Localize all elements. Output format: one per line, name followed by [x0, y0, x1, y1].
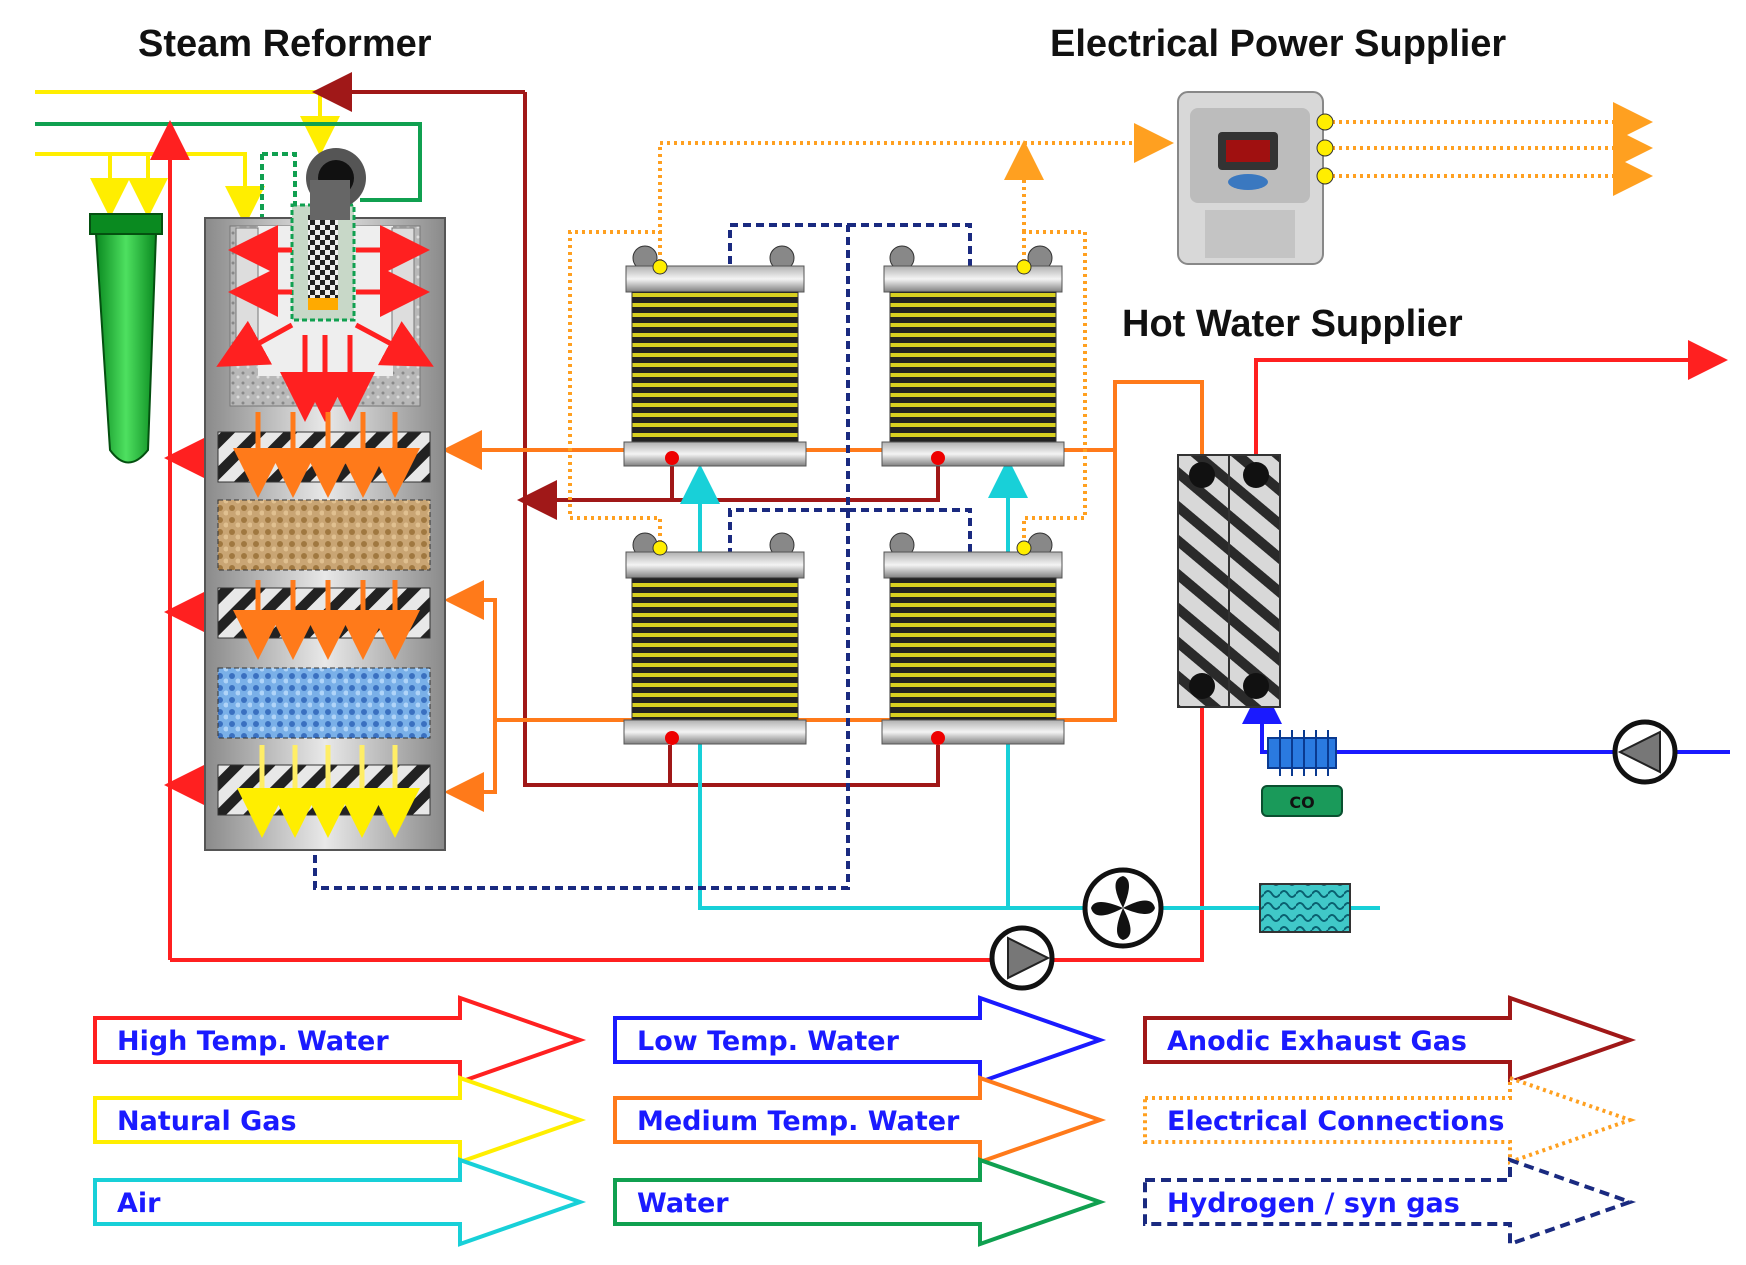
legend-arrow — [613, 1075, 1107, 1165]
fuel-cell-stack-icon — [623, 532, 807, 745]
fuel-cell-stack-icon — [881, 532, 1065, 745]
legend-arrow — [93, 1075, 587, 1165]
fuel-cell-stack-icon — [881, 245, 1065, 467]
co-sensor-label: CO — [1289, 793, 1314, 812]
legend-label: High Temp. Water — [117, 1026, 389, 1057]
burner-icon — [290, 148, 366, 322]
desulfurizer-icon — [89, 213, 163, 464]
fuel-cell-stack-icon — [623, 245, 807, 467]
legend-label: Anodic Exhaust Gas — [1167, 1026, 1467, 1057]
legend-label: Medium Temp. Water — [637, 1106, 960, 1137]
legend-label: Hydrogen / syn gas — [1167, 1188, 1460, 1219]
legend-arrow — [613, 995, 1107, 1085]
pump-icon — [989, 925, 1055, 991]
fan-icon — [1082, 867, 1164, 949]
power-supplier-icon — [1177, 91, 1334, 265]
legend-label: Electrical Connections — [1167, 1106, 1505, 1137]
legend-label: Low Temp. Water — [637, 1026, 900, 1057]
steam-reformer — [204, 148, 446, 851]
legend-arrow — [1143, 995, 1637, 1085]
power-supplier-title: Electrical Power Supplier — [1050, 23, 1506, 65]
legend-arrow — [1143, 1157, 1637, 1247]
legend-label: Air — [117, 1188, 161, 1219]
filter-icon — [1267, 730, 1337, 776]
co-sensor-icon: CO — [1261, 785, 1343, 817]
steam-reformer-title: Steam Reformer — [138, 23, 432, 65]
heat-exchanger-icon — [1177, 454, 1281, 708]
air-preheater-icon — [1259, 883, 1351, 933]
legend-label: Natural Gas — [117, 1106, 297, 1137]
legend-label: Water — [637, 1188, 729, 1219]
legend-arrow — [93, 1157, 587, 1247]
legend-arrow — [93, 995, 587, 1085]
pump-icon — [1612, 719, 1678, 785]
legend-arrow — [613, 1157, 1107, 1247]
hot-water-supplier-title: Hot Water Supplier — [1122, 303, 1463, 345]
legend-arrow — [1143, 1075, 1637, 1165]
legend: High Temp. Water Low Temp. Water Anodic Ex… — [93, 995, 1637, 1247]
